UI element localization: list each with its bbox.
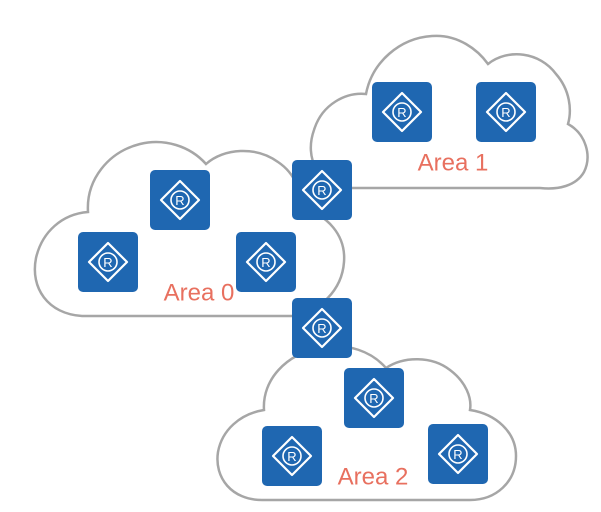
- router-letter: R: [317, 183, 326, 198]
- router-letter: R: [103, 255, 112, 270]
- border-router-area-0-2: R: [292, 298, 352, 358]
- router-letter: R: [369, 391, 378, 406]
- router-letter: R: [317, 321, 326, 336]
- router-area-2-b: R: [262, 426, 322, 486]
- router-diamond-glyph: [87, 241, 129, 283]
- router-circle-glyph: [312, 180, 332, 200]
- area-2-label: Area 2: [338, 464, 409, 491]
- router-icon: [476, 82, 536, 142]
- router-letter: R: [501, 105, 510, 120]
- router-circle-glyph: [170, 190, 190, 210]
- router-icon: [236, 232, 296, 292]
- router-icon: [428, 424, 488, 484]
- router-diamond-glyph: [353, 377, 395, 419]
- router-circle-glyph: [282, 446, 302, 466]
- router-icon: [78, 232, 138, 292]
- router-area-0-a: R: [150, 170, 210, 230]
- area-labels-layer: Area 1 Area 0 Area 2: [164, 150, 489, 491]
- router-circle-glyph: [448, 444, 468, 464]
- router-area-2-c: R: [428, 424, 488, 484]
- router-diamond-glyph: [159, 179, 201, 221]
- routers-layer: R R R R R R R R R R: [78, 82, 536, 486]
- router-circle-glyph: [496, 102, 516, 122]
- router-icon: [150, 170, 210, 230]
- router-letter: R: [397, 105, 406, 120]
- router-diamond-glyph: [271, 435, 313, 477]
- router-circle-glyph: [312, 318, 332, 338]
- router-circle-glyph: [256, 252, 276, 272]
- router-circle-glyph: [364, 388, 384, 408]
- area-1-label: Area 1: [418, 150, 489, 177]
- router-letter: R: [261, 255, 270, 270]
- router-circle-glyph: [392, 102, 412, 122]
- router-circle-glyph: [98, 252, 118, 272]
- router-diamond-glyph: [245, 241, 287, 283]
- router-letter: R: [175, 193, 184, 208]
- router-area-0-c: R: [236, 232, 296, 292]
- router-diamond-glyph: [485, 91, 527, 133]
- router-icon: [262, 426, 322, 486]
- router-diamond-glyph: [301, 307, 343, 349]
- area-0-label: Area 0: [164, 280, 235, 307]
- router-area-0-b: R: [78, 232, 138, 292]
- router-icon: [372, 82, 432, 142]
- router-diamond-glyph: [381, 91, 423, 133]
- router-icon: [344, 368, 404, 428]
- router-icon: [292, 298, 352, 358]
- router-area-1-a: R: [372, 82, 432, 142]
- router-area-1-b: R: [476, 82, 536, 142]
- router-icon: [292, 160, 352, 220]
- router-letter: R: [287, 449, 296, 464]
- router-diamond-glyph: [437, 433, 479, 475]
- router-letter: R: [453, 447, 462, 462]
- router-diamond-glyph: [301, 169, 343, 211]
- cloud-area-1: [309, 34, 589, 190]
- border-router-area-0-1: R: [292, 160, 352, 220]
- router-area-2-a: R: [344, 368, 404, 428]
